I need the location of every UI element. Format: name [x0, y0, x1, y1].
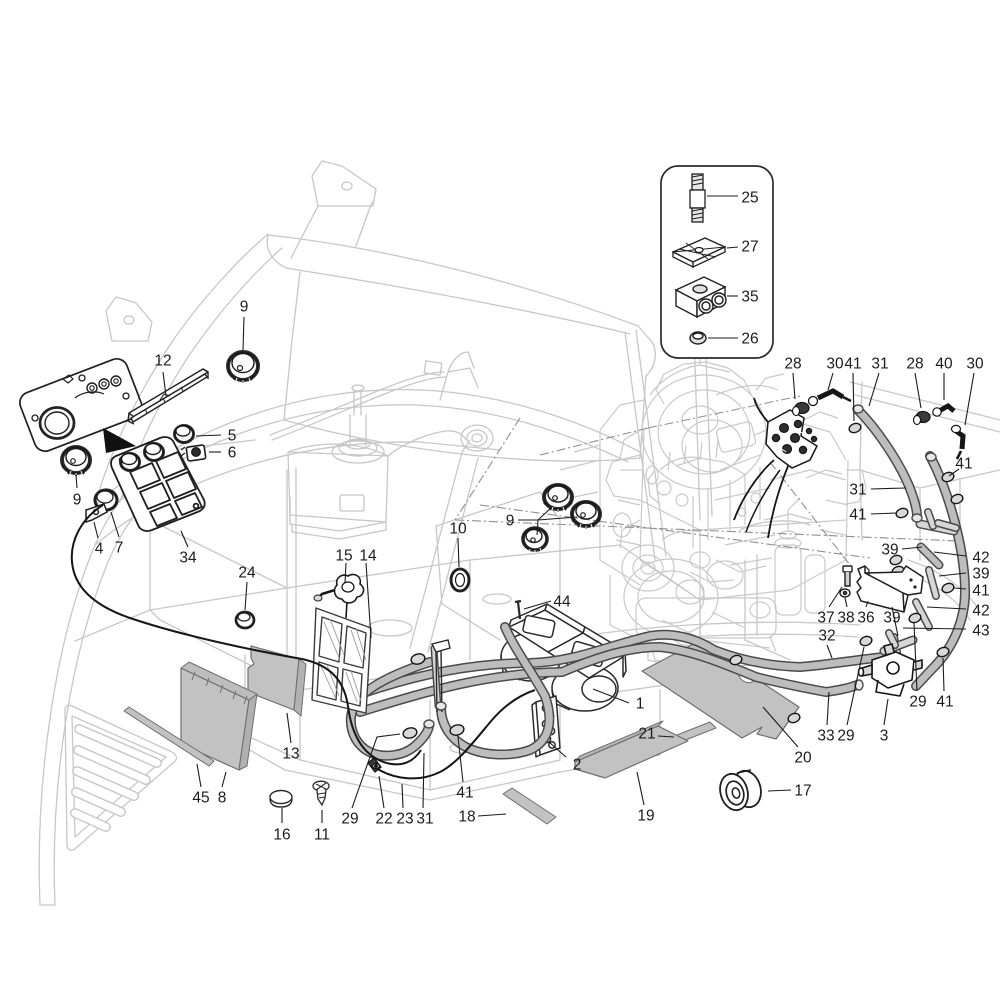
svg-text:40: 40	[935, 356, 953, 373]
svg-text:16: 16	[273, 827, 290, 844]
svg-text:41: 41	[844, 356, 861, 373]
svg-text:28: 28	[906, 356, 923, 373]
svg-text:42: 42	[972, 603, 989, 620]
svg-text:3: 3	[880, 728, 889, 745]
svg-text:30: 30	[826, 356, 844, 373]
svg-text:30: 30	[966, 356, 984, 373]
svg-text:39: 39	[883, 610, 900, 627]
svg-text:26: 26	[741, 331, 758, 348]
svg-text:42: 42	[972, 550, 989, 567]
svg-text:1: 1	[636, 696, 645, 713]
svg-text:31: 31	[871, 356, 888, 373]
svg-text:9: 9	[240, 299, 249, 316]
svg-text:44: 44	[553, 594, 571, 611]
svg-text:24: 24	[238, 565, 256, 582]
svg-text:25: 25	[741, 190, 758, 207]
svg-text:23: 23	[396, 811, 413, 828]
svg-text:14: 14	[359, 548, 377, 565]
svg-text:41: 41	[955, 456, 972, 473]
svg-text:5: 5	[228, 428, 237, 445]
svg-text:41: 41	[936, 694, 953, 711]
svg-text:29: 29	[341, 811, 358, 828]
svg-text:6: 6	[228, 445, 237, 462]
svg-text:2: 2	[573, 757, 582, 774]
svg-text:7: 7	[115, 540, 124, 557]
svg-text:31: 31	[849, 482, 866, 499]
svg-text:38: 38	[837, 610, 854, 627]
svg-text:22: 22	[375, 811, 392, 828]
svg-text:21: 21	[638, 726, 655, 743]
svg-text:36: 36	[857, 610, 874, 627]
svg-text:45: 45	[192, 790, 209, 807]
svg-text:32: 32	[818, 628, 835, 645]
svg-text:8: 8	[218, 790, 227, 807]
svg-text:13: 13	[282, 746, 299, 763]
svg-text:35: 35	[741, 289, 758, 306]
svg-text:9: 9	[506, 513, 515, 530]
svg-text:18: 18	[458, 809, 475, 826]
svg-text:9: 9	[73, 492, 82, 509]
svg-text:4: 4	[95, 541, 104, 558]
svg-text:39: 39	[972, 566, 989, 583]
svg-text:37: 37	[817, 610, 834, 627]
svg-text:17: 17	[794, 783, 811, 800]
svg-text:10: 10	[449, 521, 467, 538]
svg-text:34: 34	[179, 550, 197, 567]
svg-text:41: 41	[849, 507, 866, 524]
svg-text:29: 29	[837, 728, 854, 745]
svg-text:41: 41	[456, 785, 473, 802]
svg-text:12: 12	[154, 353, 171, 370]
svg-text:41: 41	[972, 583, 989, 600]
svg-text:28: 28	[784, 356, 801, 373]
svg-text:27: 27	[741, 239, 758, 256]
svg-text:39: 39	[881, 542, 898, 559]
svg-text:11: 11	[314, 827, 330, 844]
svg-text:31: 31	[416, 811, 433, 828]
svg-text:43: 43	[972, 623, 989, 640]
svg-text:19: 19	[637, 808, 654, 825]
svg-text:29: 29	[909, 694, 926, 711]
svg-text:20: 20	[794, 750, 812, 767]
svg-text:15: 15	[335, 548, 352, 565]
svg-text:33: 33	[817, 728, 834, 745]
